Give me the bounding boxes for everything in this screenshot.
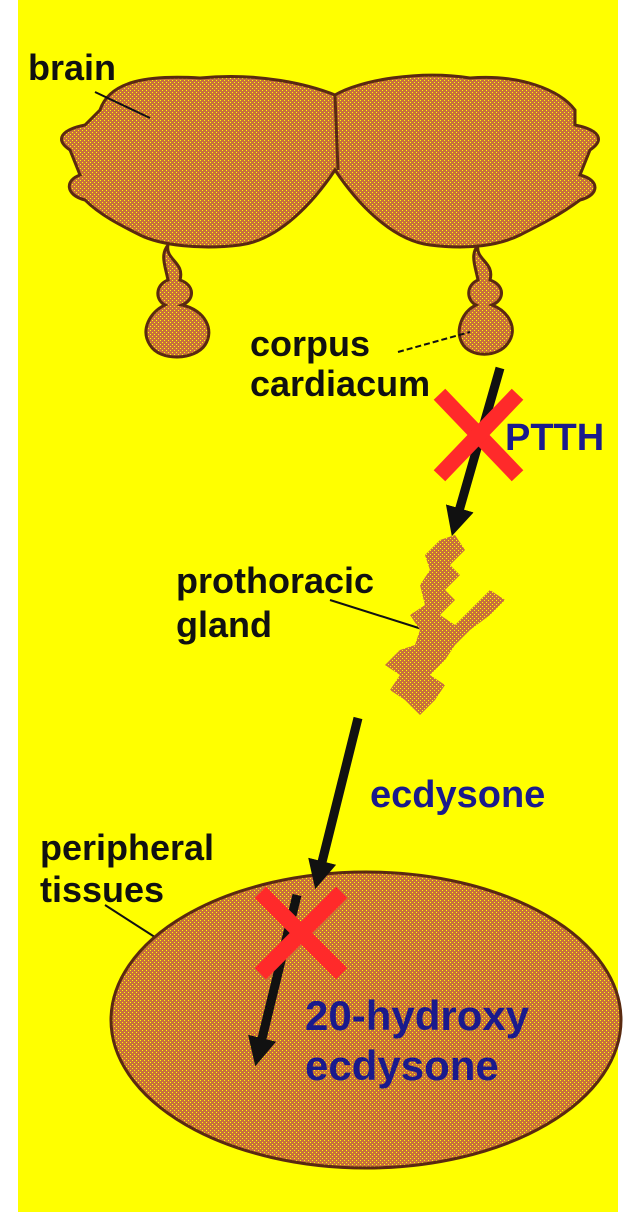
hydroxy-ecdysone-label-line2: ecdysone — [305, 1042, 499, 1089]
ptth-label: PTTH — [505, 417, 604, 459]
hydroxy-ecdysone-label-line1: 20-hydroxy — [305, 992, 530, 1039]
prothoracic-gland-label-line1: prothoracic — [176, 560, 374, 601]
ecdysone-label: ecdysone — [370, 774, 545, 816]
peripheral-tissues-label-line2: tissues — [40, 869, 164, 910]
corpus-cardiacum-label-line2: cardiacum — [250, 363, 430, 404]
prothoracic-gland-label-line2: gland — [176, 604, 272, 645]
peripheral-tissues-label-line1: peripheral — [40, 827, 214, 868]
corpus-cardiacum-label-line1: corpus — [250, 323, 370, 364]
brain-label: brain — [28, 47, 116, 88]
